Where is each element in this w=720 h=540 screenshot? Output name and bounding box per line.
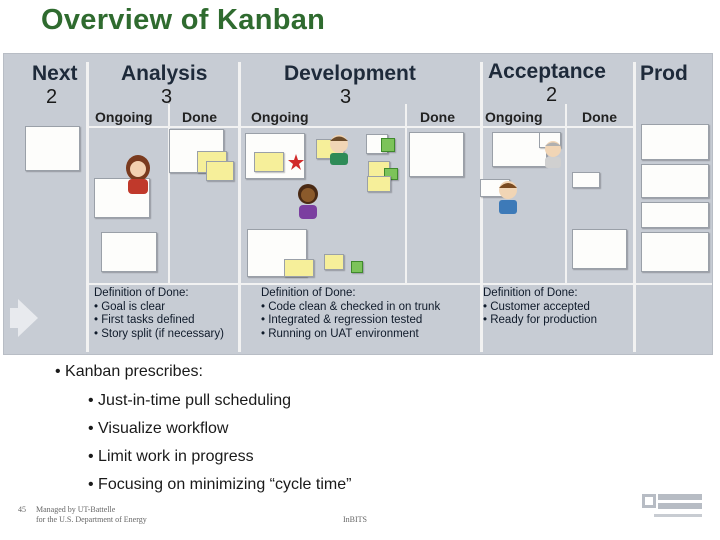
bullet-sub: • Focusing on minimizing “cycle time” (88, 476, 352, 493)
subcolumn-analysis-ongoing: Ongoing (95, 109, 153, 125)
footer-line-1: Managed by UT-Battelle (36, 505, 116, 514)
definition-of-done-development: Definition of Done: • Code clean & check… (261, 287, 440, 341)
column-next: Next 2 (32, 62, 78, 108)
dod-heading: Definition of Done: (261, 287, 356, 299)
developer-avatar-icon (330, 135, 348, 165)
column-acceptance: Acceptance 2 (488, 60, 606, 106)
footer-left: 45 Managed by UT-Battelle for the U.S. D… (18, 505, 147, 525)
definition-of-done-acceptance: Definition of Done: • Customer accepted … (483, 287, 597, 328)
story-card (641, 232, 709, 272)
bullet-sub: • Visualize workflow (88, 420, 229, 437)
column-divider (238, 62, 241, 352)
subcolumn-divider (565, 104, 567, 284)
dod-item: • Running on UAT environment (261, 327, 419, 340)
task-sticky (284, 259, 314, 277)
column-acceptance-label: Acceptance (488, 60, 606, 83)
dod-item: • Customer accepted (483, 300, 590, 313)
dod-item: • Code clean & checked in on trunk (261, 300, 441, 313)
task-sticky-done (351, 261, 363, 273)
dod-item: • Story split (if necessary) (94, 327, 224, 340)
bullet-sub: • Just-in-time pull scheduling (88, 392, 292, 409)
bullet-main: • Kanban prescribes: (55, 363, 203, 380)
dod-item: • Integrated & regression tested (261, 314, 423, 326)
subcolumn-development-done: Done (420, 109, 455, 125)
column-analysis-wip: 3 (161, 86, 173, 108)
footer-line-2: for the U.S. Department of Energy (36, 515, 147, 524)
developer-avatar-icon (545, 141, 561, 168)
column-development-wip: 3 (340, 86, 352, 108)
dod-item: • Ready for production (483, 314, 597, 326)
developer-avatar-icon (298, 184, 318, 219)
subcolumn-divider (405, 104, 407, 284)
column-analysis-label: Analysis (121, 62, 208, 85)
arrow-icon-stem (10, 308, 19, 328)
dod-item: • Goal is clear (94, 300, 166, 313)
subcolumn-acceptance-ongoing: Ongoing (485, 109, 543, 125)
developer-avatar-icon (126, 155, 150, 194)
arrow-right-icon (18, 299, 38, 337)
column-prod: Prod (640, 62, 688, 86)
story-card (572, 229, 627, 269)
task-sticky-done (381, 138, 395, 152)
subcolumn-divider (168, 104, 170, 284)
bullet-sub: • Limit work in progress (88, 448, 254, 465)
definition-divider (86, 283, 712, 285)
story-card (94, 178, 150, 218)
column-next-label: Next (32, 62, 78, 85)
dod-heading: Definition of Done: (94, 287, 189, 299)
column-development-label: Development (284, 62, 416, 85)
subcolumn-analysis-done: Done (182, 109, 217, 125)
task-sticky (324, 254, 344, 270)
subcolumn-development-ongoing: Ongoing (251, 109, 309, 125)
story-card (641, 124, 709, 160)
column-divider (480, 62, 483, 352)
story-card (101, 232, 157, 272)
story-card (409, 132, 464, 177)
task-sticky (367, 176, 391, 192)
subcolumn-acceptance-done: Done (582, 109, 617, 125)
story-card (572, 172, 600, 188)
ornl-logo-icon (642, 494, 702, 517)
footer-center-label: InBITS (343, 515, 367, 524)
header-divider (86, 126, 634, 128)
story-card (641, 164, 709, 198)
column-next-wip: 2 (46, 86, 58, 108)
column-divider (633, 62, 636, 352)
star-icon (288, 154, 304, 170)
column-analysis: Analysis 3 (121, 62, 208, 108)
developer-avatar-icon (499, 181, 517, 214)
slide-title: Overview of Kanban (41, 4, 326, 36)
kanban-board-image: Next 2 Analysis 3 Development 3 Acceptan… (3, 53, 713, 355)
task-sticky (254, 152, 284, 172)
dod-heading: Definition of Done: (483, 287, 578, 299)
column-development: Development 3 (284, 62, 416, 108)
dod-item: • First tasks defined (94, 314, 195, 326)
story-card (641, 202, 709, 228)
column-prod-label: Prod (640, 62, 688, 85)
column-divider (86, 62, 89, 352)
definition-of-done-analysis: Definition of Done: • Goal is clear • Fi… (94, 287, 224, 341)
task-sticky (206, 161, 234, 181)
page-number: 45 (18, 505, 26, 514)
story-card (25, 126, 80, 171)
column-acceptance-wip: 2 (546, 84, 558, 106)
